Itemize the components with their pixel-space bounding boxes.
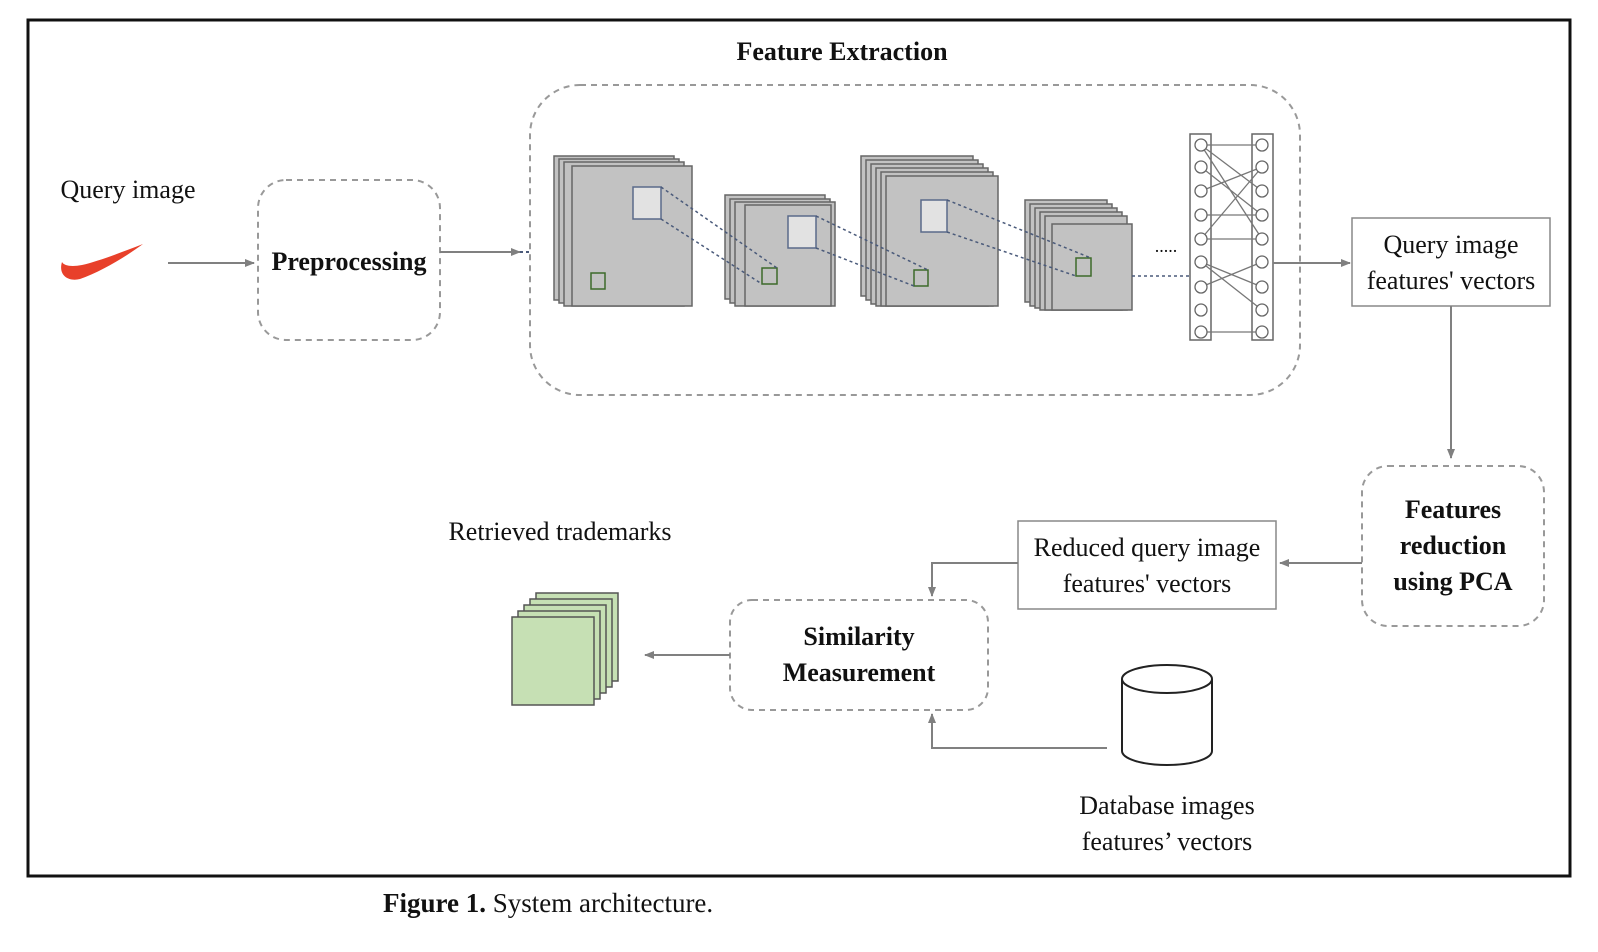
features-reduction-label-line2: reduction	[1400, 531, 1507, 560]
kernel-connection-lines	[660, 186, 1190, 287]
feature-extraction-title: Feature Extraction	[736, 37, 948, 66]
similarity-measurement-box	[729, 599, 989, 711]
swoosh-logo-icon	[61, 244, 143, 280]
feature-extraction-box	[529, 84, 1301, 396]
query-vectors-label-line1: Query image	[1383, 230, 1518, 259]
retrieved-trademarks-label: Retrieved trademarks	[448, 517, 671, 546]
receptive-field-box	[1075, 257, 1092, 277]
cnn-layer-1	[553, 155, 693, 307]
retrieved-trademarks-stack	[511, 592, 619, 706]
receptive-field-box	[590, 272, 606, 290]
kernel-box	[920, 199, 948, 233]
query-image-label: Query image	[60, 175, 195, 204]
arrow-to-similarity-from-database	[928, 713, 1107, 749]
cnn-layer-4	[1024, 199, 1133, 311]
reduced-vectors-label-line1: Reduced query image	[1034, 533, 1261, 562]
cnn-layer-3	[860, 155, 999, 307]
receptive-field-box	[761, 267, 778, 285]
similarity-label-line2: Measurement	[783, 658, 936, 687]
preprocessing-box	[257, 179, 441, 341]
receptive-field-box	[913, 269, 929, 287]
arrow-to-similarity-from-reduced	[928, 562, 1018, 597]
features-reduction-label-line1: Features	[1405, 495, 1501, 524]
reduced-vectors-label-line2: features' vectors	[1063, 569, 1232, 598]
cnn-layer-2	[724, 194, 836, 307]
reduced-vectors-box	[1017, 520, 1277, 610]
kernel-box	[632, 186, 662, 220]
fully-connected-layers	[1189, 133, 1274, 341]
features-reduction-label-line3: using PCA	[1393, 567, 1512, 596]
figure-frame	[26, 18, 1572, 878]
preprocessing-label: Preprocessing	[271, 247, 426, 276]
figure-caption: Figure 1. System architecture.	[383, 888, 713, 919]
kernel-box	[787, 215, 817, 249]
query-vectors-label-line2: features' vectors	[1367, 266, 1536, 295]
database-label-line1: Database images	[1079, 791, 1254, 820]
features-reduction-box	[1361, 465, 1545, 627]
database-cylinder-icon	[1121, 664, 1213, 766]
figure-caption-text: System architecture.	[486, 888, 714, 918]
figure-caption-label: Figure 1.	[383, 888, 486, 918]
database-label-line2: features’ vectors	[1082, 827, 1253, 856]
ellipsis-label: .....	[1155, 236, 1178, 256]
similarity-label-line1: Similarity	[803, 622, 914, 651]
